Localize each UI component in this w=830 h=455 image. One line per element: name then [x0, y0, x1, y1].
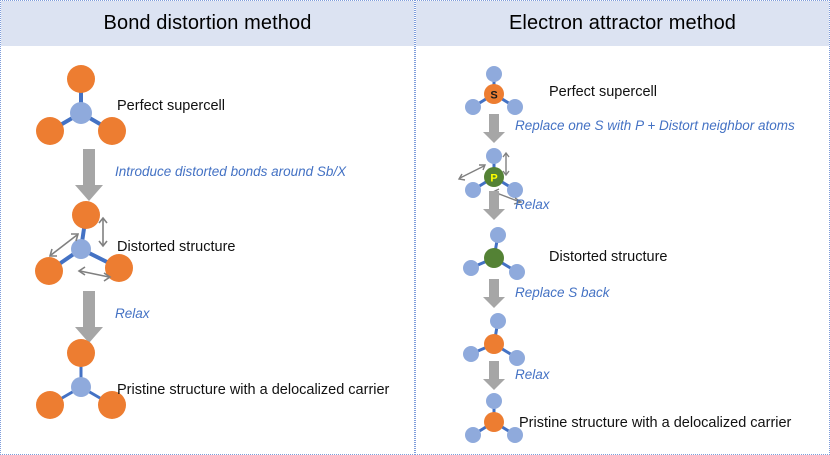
- atom-center-orange: [484, 412, 504, 432]
- atom-center-sulfur: [484, 84, 504, 104]
- panel-header-right: Electron attractor method: [416, 1, 829, 47]
- label-left-distorted-structure: Distorted structure: [117, 239, 236, 255]
- atom-center: [71, 377, 91, 397]
- label-left-transition-relax: Relax: [115, 306, 150, 321]
- atom-light-blue: [465, 182, 481, 198]
- atom-orange: [98, 117, 126, 145]
- molecule-left-distorted-structure: [35, 201, 133, 285]
- flow-arrow-down-icon: [483, 361, 505, 390]
- atom-light-blue: [463, 260, 479, 276]
- atom-center: [70, 102, 92, 124]
- panel-title-bond-distortion: Bond distortion method: [103, 12, 312, 34]
- atom-orange: [67, 65, 95, 93]
- label-right-transition-replace-s-back: Replace S back: [515, 285, 610, 300]
- atom-light-blue: [486, 393, 502, 409]
- label-left-pristine-structure: Pristine structure with a delocalized ca…: [117, 382, 390, 398]
- atom-orange: [35, 257, 63, 285]
- label-right-perfect-supercell: Perfect supercell: [549, 84, 657, 100]
- atom-orange: [98, 391, 126, 419]
- panel-title-electron-attractor: Electron attractor method: [508, 12, 737, 34]
- atom-orange: [36, 117, 64, 145]
- atom-label-s: S: [490, 90, 497, 102]
- panel-electron-attractor-method: Electron attractor method S Perfect supe…: [415, 0, 830, 455]
- atom-center-orange: [484, 334, 504, 354]
- atom-orange: [72, 201, 100, 229]
- atom-light-blue: [490, 227, 506, 243]
- atom-light-blue: [509, 264, 525, 280]
- molecule-right-pristine-structure: [465, 393, 523, 443]
- label-right-pristine-structure: Pristine structure with a delocalized ca…: [519, 415, 792, 431]
- atom-light-blue: [509, 350, 525, 366]
- label-right-distorted-structure: Distorted structure: [549, 249, 668, 265]
- label-right-transition-relax-1: Relax: [515, 197, 550, 212]
- atom-orange: [36, 391, 64, 419]
- atom-light-blue: [486, 66, 502, 82]
- molecule-right-s-restored: [463, 313, 525, 366]
- atom-light-blue: [507, 99, 523, 115]
- panel-bond-distortion-method: Bond distortion method Perfect supercell…: [0, 0, 415, 455]
- molecule-right-perfect-supercell: S: [465, 66, 523, 115]
- atom-light-blue: [465, 99, 481, 115]
- label-left-perfect-supercell: Perfect supercell: [117, 98, 225, 114]
- atom-label-p: P: [490, 173, 497, 185]
- label-right-transition-relax-2: Relax: [515, 367, 550, 382]
- flow-arrow-down-icon: [75, 291, 103, 343]
- atom-light-blue: [507, 427, 523, 443]
- atom-orange: [105, 254, 133, 282]
- flow-arrow-down-icon: [483, 114, 505, 143]
- atom-center-phosphorus: [484, 167, 504, 187]
- atom-orange: [67, 339, 95, 367]
- flow-arrow-down-icon: [75, 149, 103, 201]
- molecule-right-p-substituted-distorted: P: [457, 148, 523, 205]
- distortion-arrows: [48, 216, 112, 282]
- label-left-transition-introduce-distorted-bonds: Introduce distorted bonds around Sb/X: [115, 164, 347, 179]
- molecule-right-distorted-structure: [463, 227, 525, 280]
- molecule-left-pristine-structure: [36, 339, 126, 419]
- molecule-left-perfect-supercell: [36, 65, 126, 145]
- atom-light-blue: [507, 182, 523, 198]
- atom-light-blue: [465, 427, 481, 443]
- atom-center-green: [484, 248, 504, 268]
- atom-light-blue: [463, 346, 479, 362]
- flow-arrow-down-icon: [483, 279, 505, 308]
- flow-arrow-down-icon: [483, 191, 505, 220]
- atom-light-blue: [486, 148, 502, 164]
- label-right-transition-replace-s-with-p: Replace one S with P + Distort neighbor …: [515, 118, 795, 133]
- panel-header-left: Bond distortion method: [1, 1, 414, 47]
- atom-light-blue: [490, 313, 506, 329]
- atom-center: [71, 239, 91, 259]
